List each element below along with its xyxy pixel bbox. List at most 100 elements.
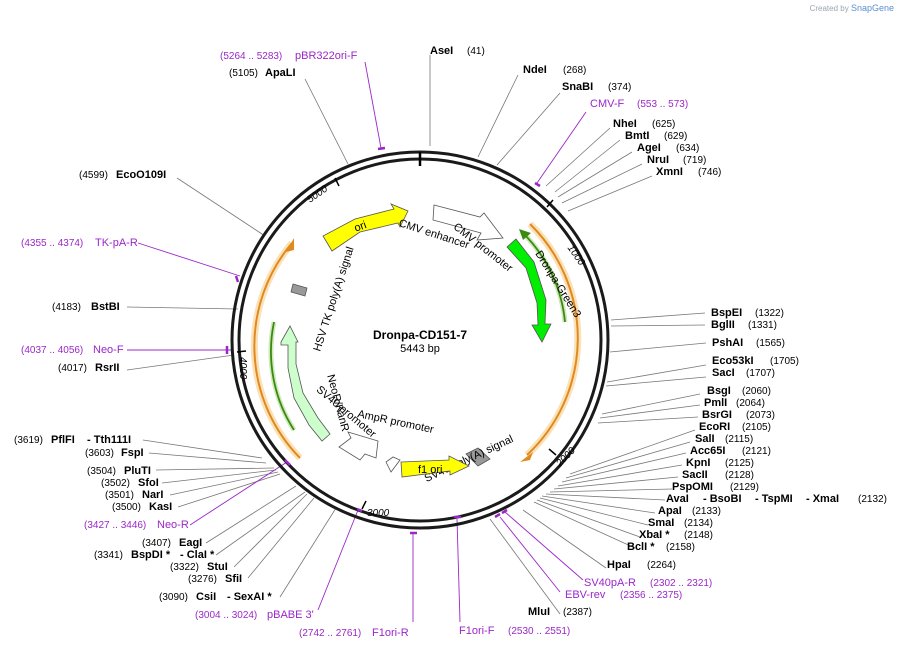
site-label: AseI: [430, 45, 453, 57]
site-label: EcoRI: [699, 421, 730, 433]
snapgene-logo-text: SnapGene: [850, 3, 894, 13]
primer-range: (2356 .. 2375): [620, 590, 682, 601]
site-position: (3500): [112, 502, 141, 513]
feature-sv40-polya: [465, 447, 491, 467]
snapgene-credit: Created by SnapGene: [810, 3, 894, 13]
site-position: (2129): [730, 482, 759, 493]
primer-range: (4037 .. 4056): [21, 345, 83, 356]
site-position: (3603): [85, 448, 114, 459]
feature-label-sv40-polya: SV40 poly(A) signal: [423, 433, 516, 485]
site-position: (1322): [755, 308, 784, 319]
site-label: EcoO109I: [116, 169, 166, 181]
site-position: (4183): [52, 302, 81, 313]
site-label-tspmi: - TspMI: [755, 493, 793, 505]
site-position: (3407): [142, 538, 171, 549]
site-label: HpaI: [607, 559, 631, 571]
site-position: (3341): [94, 550, 123, 561]
site-label: EagI: [179, 537, 202, 549]
site-position: (3501): [105, 490, 134, 501]
site-label: Acc65I: [690, 445, 725, 457]
site-label: NarI: [142, 489, 163, 501]
site-label: XmnI: [656, 166, 683, 178]
site-position: (2148): [684, 530, 713, 541]
site-label: CsiI: [196, 591, 216, 603]
site-label: SfiI: [225, 573, 242, 585]
site-position: (2264): [647, 560, 676, 571]
feature-ampr-promoter: [385, 456, 401, 473]
primer-range: (4355 .. 4374): [21, 238, 83, 249]
site-position: (2105): [742, 422, 771, 433]
site-position: (2125): [725, 458, 754, 469]
site-leader-lines: [126, 55, 707, 615]
site-label: BspDI *: [131, 549, 171, 561]
site-position: (2064): [736, 398, 765, 409]
site-position: (629): [664, 131, 687, 142]
site-label: BstBI: [91, 301, 120, 313]
primer-leader-lines: [127, 61, 587, 623]
orf-arrow-left: [286, 238, 294, 252]
site-position: (1565): [756, 338, 785, 349]
feature-hsv-tk-polya: [290, 283, 308, 297]
site-position: (2387): [563, 607, 592, 618]
primer-name: EBV-rev: [565, 589, 606, 601]
feature-ori: [322, 203, 409, 252]
primer-range: (5264 .. 5283): [220, 51, 282, 62]
primer-name: Neo-R: [157, 519, 189, 531]
site-label: SnaBI: [562, 81, 593, 93]
site-label: BglII: [711, 319, 735, 331]
tick-label-4000: 4000: [237, 357, 248, 380]
primer-name: pBABE 3': [267, 609, 314, 621]
site-label: FspI: [121, 447, 144, 459]
primer-name: CMV-F: [590, 98, 625, 110]
site-position: (2073): [746, 410, 775, 421]
site-label: NdeI: [523, 64, 547, 76]
site-label: BclI *: [627, 541, 655, 553]
feature-f1-ori: [400, 455, 470, 478]
feature-label-hsv-tk: HSV TK poly(A) signal: [311, 245, 356, 353]
restriction-sites-right: AseI (41) NdeI (268) SnaBI (374) NheI (6…: [430, 45, 887, 618]
site-position: (374): [608, 82, 631, 93]
site-position: (3504): [87, 466, 116, 477]
site-position: (2133): [692, 506, 721, 517]
site-position: (1705): [770, 356, 799, 367]
site-label: SacII: [682, 469, 708, 481]
site-label: SmaI: [648, 517, 674, 529]
credit-text: Created by: [809, 4, 849, 13]
site-position: (2121): [742, 446, 771, 457]
primer-labels: (5264 .. 5283) pBR322ori-F CMV-F (553 ..…: [21, 50, 712, 639]
site-position: (746): [698, 167, 721, 178]
orf-arrow-right: [520, 452, 533, 462]
primer-range: (3427 .. 3446): [84, 520, 146, 531]
site-position: (625): [652, 119, 675, 130]
primer-name: TK-pA-R: [95, 237, 138, 249]
site-label: BmtI: [625, 130, 649, 142]
site-label: PluTI: [124, 465, 151, 477]
site-label: XbaI *: [639, 529, 670, 541]
site-label: NruI: [647, 154, 669, 166]
site-label: PshAI: [712, 337, 743, 349]
site-label-sexai: - SexAI *: [227, 591, 272, 603]
site-label: MluI: [528, 606, 550, 618]
site-position: (3502): [101, 478, 130, 489]
primer-name: F1ori-F: [459, 625, 495, 637]
feature-label-ori: ori: [353, 219, 369, 234]
site-label: NheI: [613, 118, 637, 130]
scale-ticks: [236, 177, 557, 510]
restriction-sites-left: (5105) ApaLI (4599) EcoO109I (4183) BstB…: [14, 67, 296, 603]
tick-label-3000: 3000: [367, 508, 390, 519]
site-position: (4599): [79, 170, 108, 181]
primer-marks: [225, 146, 541, 535]
site-position: (2134): [684, 518, 713, 529]
site-label: ApaI: [658, 505, 682, 517]
site-label: AvaI: [666, 493, 689, 505]
site-position: (5105): [229, 68, 258, 79]
site-position: (3090): [159, 592, 188, 603]
primer-range: (2742 .. 2761): [299, 628, 361, 639]
site-label: ApaLI: [265, 67, 296, 79]
primer-name: Neo-F: [93, 344, 124, 356]
site-label: KpnI: [686, 457, 710, 469]
site-position: (3619): [14, 435, 43, 446]
site-label: KasI: [149, 501, 172, 513]
primer-range: (3004 .. 3024): [195, 610, 257, 621]
